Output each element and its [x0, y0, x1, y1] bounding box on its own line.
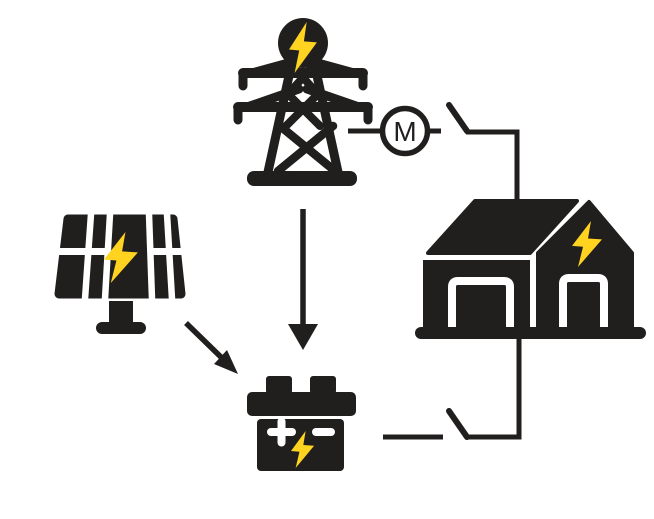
- arrowhead-icon: [288, 324, 318, 350]
- battery-icon: [247, 376, 356, 471]
- wire-switch-to-house: [466, 129, 520, 201]
- house-left-door: [448, 277, 514, 329]
- grid-connection: [430, 102, 520, 201]
- house-right-door: [559, 274, 608, 329]
- battery-terminal: [310, 376, 336, 394]
- meter-label: M: [393, 116, 416, 147]
- battery-minus-symbol: [312, 428, 335, 436]
- arrow-tower-to-battery: [288, 209, 318, 350]
- open-switch-icon: [446, 408, 470, 440]
- transmission-tower-icon: [233, 18, 373, 186]
- meter-icon: M: [379, 105, 431, 157]
- house-icon: [415, 199, 646, 339]
- solar-panel-base: [96, 322, 146, 334]
- battery-cap: [247, 392, 356, 416]
- arrow-solar-to-battery: [184, 321, 238, 374]
- solar-panel-icon: [54, 213, 186, 334]
- battery-terminal: [266, 376, 292, 394]
- house-main-roof: [426, 199, 579, 255]
- battery-plus-symbol: [267, 417, 296, 447]
- wire-house-to-switch: [466, 339, 522, 440]
- open-switch-icon: [446, 102, 470, 134]
- arrowhead-icon: [214, 350, 238, 374]
- house-base: [415, 327, 646, 339]
- battery-connection: [383, 339, 522, 440]
